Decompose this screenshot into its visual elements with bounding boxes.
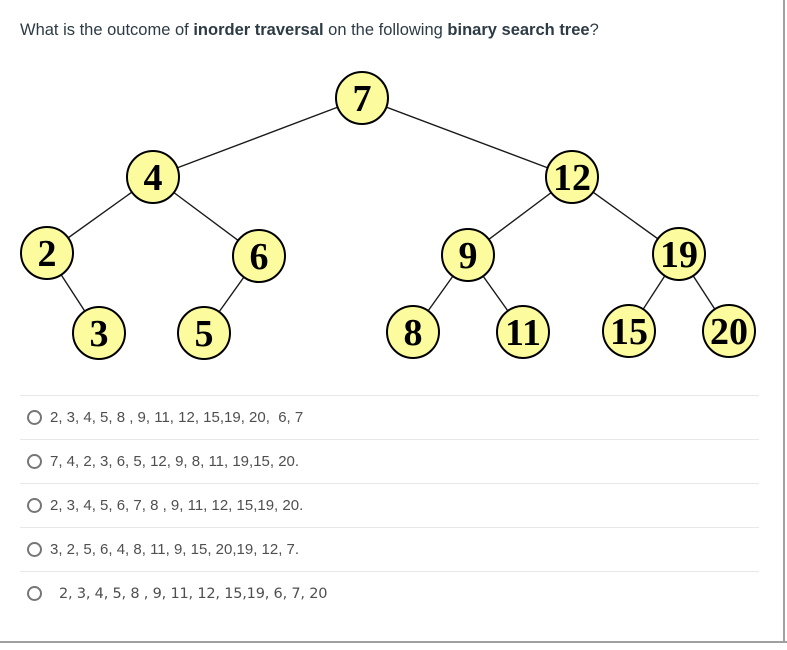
tree-edge-4-2 (46, 176, 154, 254)
tree-node-5: 5 (177, 306, 231, 360)
tree-edge-19-15 (628, 253, 680, 332)
tree-node-circle (602, 304, 656, 358)
tree-node-value: 3 (90, 313, 109, 355)
tree-node-19: 19 (652, 227, 706, 281)
radio-button-option-4[interactable] (27, 542, 42, 557)
question-segment-bold: inorder traversal (193, 21, 324, 39)
radio-button-option-3[interactable] (27, 498, 42, 513)
question-text: What is the outcome of inorder traversal… (20, 19, 747, 41)
radio-button-option-5[interactable] (27, 586, 42, 601)
tree-edge-7-4 (152, 97, 363, 178)
tree-edge-19-20 (678, 253, 730, 332)
tree-node-7: 7 (335, 71, 389, 125)
tree-node-circle (496, 305, 550, 359)
tree-node-circle (652, 227, 706, 281)
binary-search-tree-diagram: 7 4 12 2 6 9 19 3 5 8 11 15 20 (20, 71, 756, 360)
answer-option-1[interactable]: 2, 3, 4, 5, 8 , 9, 11, 12, 15,19, 20, 6,… (20, 395, 759, 439)
tree-node-value: 11 (505, 312, 541, 354)
tree-node-value: 15 (610, 311, 648, 353)
tree-node-value: 12 (553, 157, 591, 199)
answer-options-list: 2, 3, 4, 5, 8 , 9, 11, 12, 15,19, 20, 6,… (20, 395, 759, 615)
question-segment: ? (589, 21, 599, 39)
tree-node-value: 8 (404, 312, 423, 354)
tree-node-circle (386, 305, 440, 359)
answer-option-3[interactable]: 2, 3, 4, 5, 6, 7, 8 , 9, 11, 12, 15,19, … (20, 483, 759, 527)
answer-option-4[interactable]: 3, 2, 5, 6, 4, 8, 11, 9, 15, 20,19, 12, … (20, 527, 759, 571)
question-segment: What is the outcome of (20, 21, 194, 39)
tree-node-20: 20 (702, 304, 756, 358)
tree-node-circle (177, 306, 231, 360)
tree-edge-12-19 (571, 176, 680, 255)
tree-edge-7-12 (361, 97, 573, 178)
tree-node-circle (335, 71, 389, 125)
tree-node-value: 5 (195, 313, 214, 355)
answer-option-2[interactable]: 7, 4, 2, 3, 6, 5, 12, 9, 8, 11, 19,15, 2… (20, 439, 759, 483)
answer-option-2-label: 7, 4, 2, 3, 6, 5, 12, 9, 8, 11, 19,15, 2… (50, 453, 300, 470)
radio-button-option-1[interactable] (27, 410, 42, 425)
tree-edge-6-5 (203, 255, 260, 334)
tree-node-value: 19 (660, 234, 698, 276)
tree-node-6: 6 (232, 229, 286, 283)
tree-node-circle (232, 229, 286, 283)
tree-node-9: 9 (441, 228, 495, 282)
tree-node-value: 2 (38, 233, 57, 275)
tree-node-11: 11 (496, 305, 550, 359)
tree-edge-12-9 (467, 176, 573, 256)
tree-node-15: 15 (602, 304, 656, 358)
tree-node-circle (20, 226, 74, 280)
tree-edge-9-11 (467, 254, 524, 333)
tree-edge-9-8 (412, 254, 469, 333)
tree-node-2: 2 (20, 226, 74, 280)
tree-node-circle (126, 150, 180, 204)
radio-button-option-2[interactable] (27, 454, 42, 469)
tree-node-value: 20 (710, 311, 748, 353)
answer-option-3-label: 2, 3, 4, 5, 6, 7, 8 , 9, 11, 12, 15,19, … (50, 497, 304, 514)
tree-node-8: 8 (386, 305, 440, 359)
tree-node-circle (545, 150, 599, 204)
tree-edge-2-3 (46, 252, 100, 334)
tree-node-circle (72, 306, 126, 360)
tree-node-value: 6 (250, 236, 269, 278)
tree-edge-4-6 (152, 176, 260, 257)
tree-node-value: 4 (144, 157, 163, 199)
question-segment: on the following (323, 21, 448, 39)
right-panel-border (783, 0, 785, 642)
bottom-panel-border (0, 641, 787, 643)
tree-node-circle (441, 228, 495, 282)
tree-node-4: 4 (126, 150, 180, 204)
tree-node-3: 3 (72, 306, 126, 360)
tree-node-circle (702, 304, 756, 358)
tree-node-value: 9 (459, 235, 478, 277)
answer-option-5-label: 2, 3, 4, 5, 8 , 9, 11, 12, 15,19, 6, 7, … (59, 585, 328, 602)
tree-node-value: 7 (353, 78, 372, 120)
answer-option-4-label: 3, 2, 5, 6, 4, 8, 11, 9, 15, 20,19, 12, … (50, 541, 300, 558)
tree-node-12: 12 (545, 150, 599, 204)
question-segment-bold: binary search tree (447, 21, 590, 39)
answer-option-1-label: 2, 3, 4, 5, 8 , 9, 11, 12, 15,19, 20, 6,… (50, 409, 304, 426)
answer-option-5[interactable]: 2, 3, 4, 5, 8 , 9, 11, 12, 15,19, 6, 7, … (20, 571, 759, 615)
